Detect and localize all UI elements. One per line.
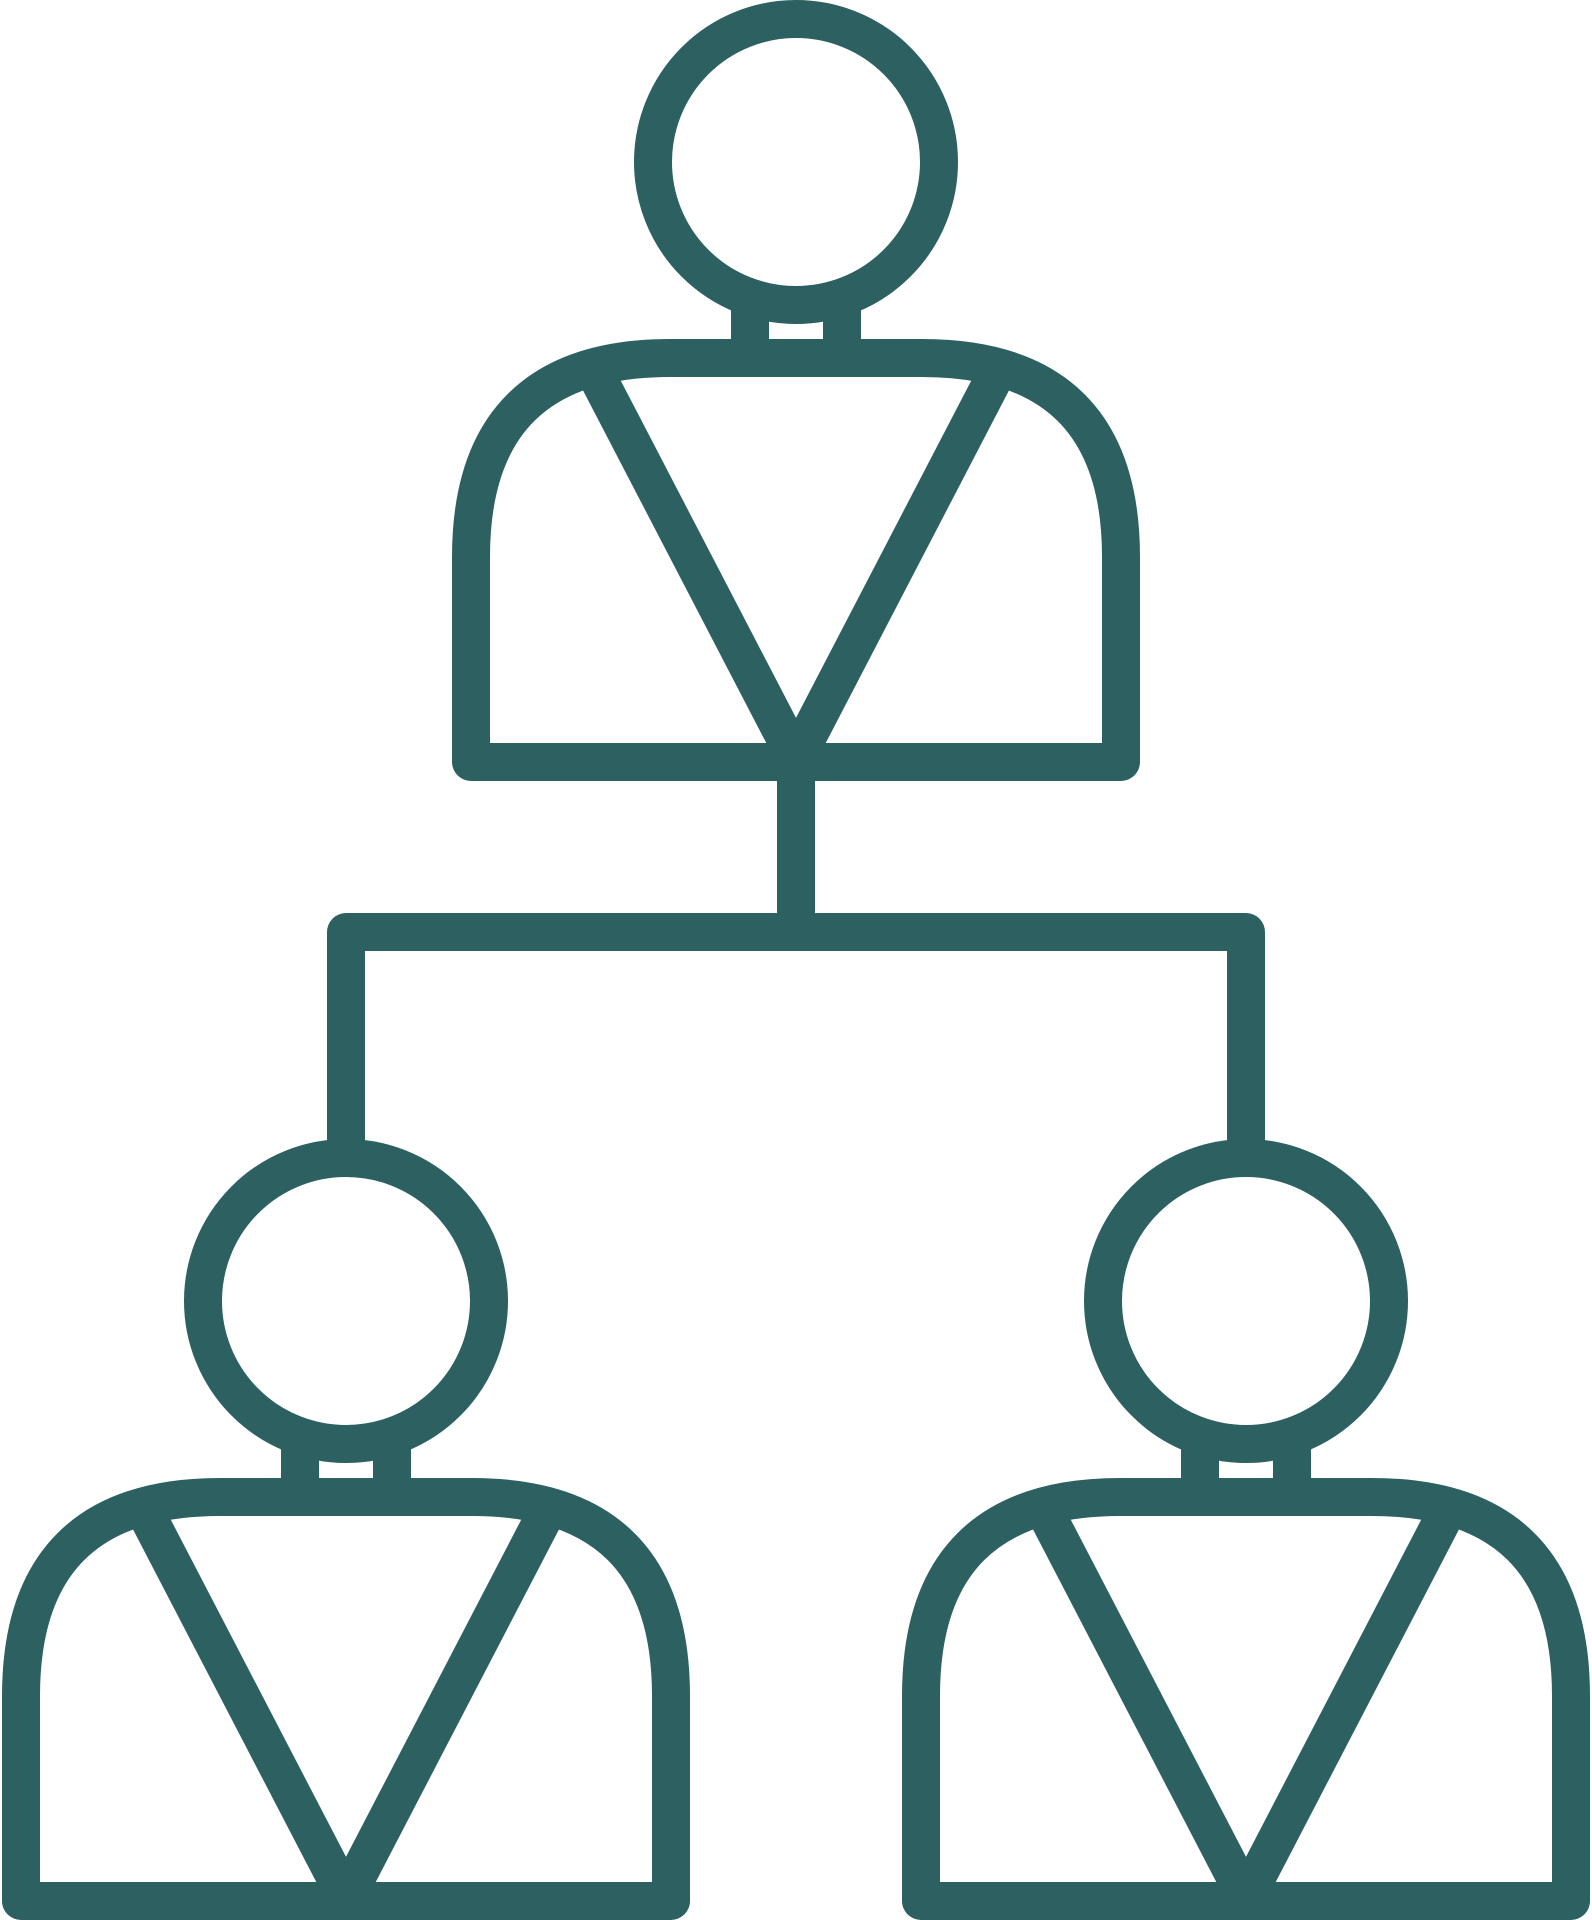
person-collar <box>1030 1500 1462 1917</box>
person-icon-top <box>452 0 1140 781</box>
person-body <box>2 1478 690 1920</box>
branch-connector <box>327 743 1265 1158</box>
person-body <box>902 1478 1590 1920</box>
person-head <box>184 1139 508 1463</box>
person-icon-bottom-right <box>902 1139 1590 1920</box>
person-collar <box>580 361 1012 778</box>
person-head <box>634 0 958 324</box>
person-head <box>1084 1139 1408 1463</box>
person-body <box>452 339 1140 781</box>
person-collar <box>130 1500 562 1917</box>
person-icon-bottom-left <box>2 1139 690 1920</box>
